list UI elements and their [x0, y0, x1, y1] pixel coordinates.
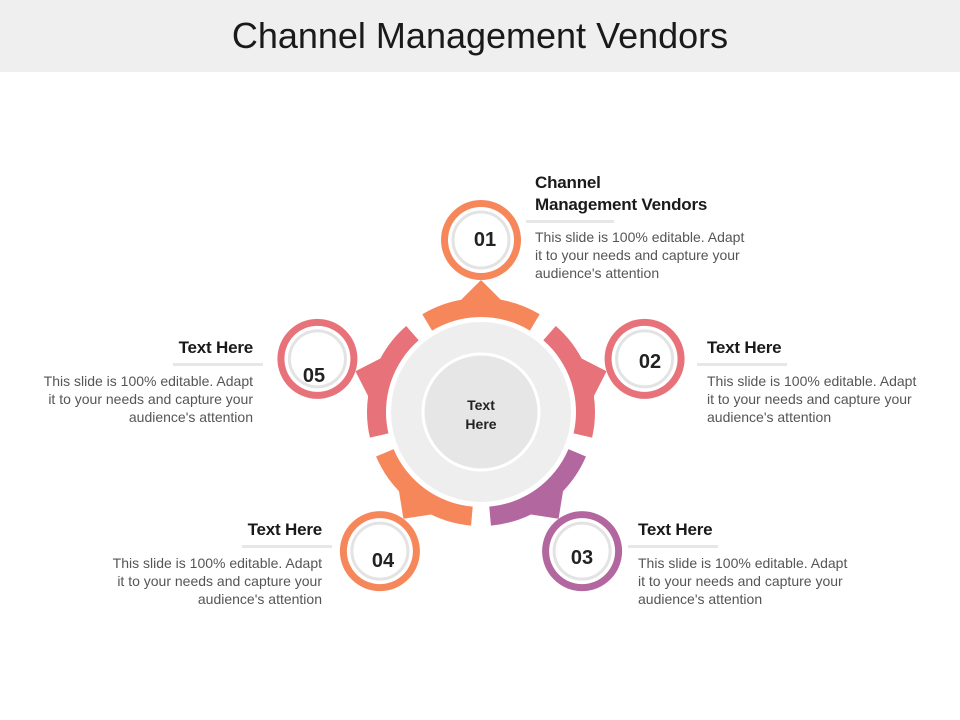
step-04-text: Text Here This slide is 100% editable. A… — [82, 519, 323, 608]
step-05-body-line2: it to your needs and capture your — [48, 391, 253, 407]
segment-02 — [543, 325, 607, 438]
step-03-body-line2: it to your needs and capture your — [638, 573, 843, 589]
step-03-body-line3: audience's attention — [638, 591, 763, 607]
badge-02-inner — [615, 329, 675, 389]
hub-inner — [421, 352, 541, 472]
badge-04-inner — [350, 521, 410, 581]
segment-01 — [422, 280, 540, 331]
segment-04 — [376, 449, 473, 526]
page-title: Channel Management Vendors — [231, 15, 729, 56]
step-03-number: 03 — [570, 547, 594, 569]
badge-03-inner — [552, 521, 612, 581]
step-05-heading: Text Here — [178, 338, 254, 357]
step-05-text: Text Here This slide is 100% editable. A… — [13, 337, 254, 426]
step-01-heading: Channel Management Vendors — [535, 172, 775, 216]
step-02-body: This slide is 100% editable. Adapt it to… — [707, 372, 947, 426]
step-03-body: This slide is 100% editable. Adapt it to… — [638, 554, 878, 608]
step-04-body-line1: This slide is 100% editable. Adapt — [112, 555, 322, 571]
step-01-heading-line1: Channel — [535, 173, 601, 192]
step-02-body-line3: audience's attention — [707, 409, 832, 425]
segment-03 — [489, 449, 586, 526]
step-01-text: Channel Management Vendors This slide is… — [535, 172, 775, 282]
step-01-body-line3: audience's attention — [535, 265, 660, 281]
step-04-body-line3: audience's attention — [197, 591, 322, 607]
step-01-heading-line2: Management Vendors — [535, 195, 708, 214]
title-bar — [0, 0, 960, 72]
center-label: Text Here — [441, 396, 521, 434]
step-02-number: 02 — [638, 351, 662, 373]
step-04-heading: Text Here — [247, 520, 323, 539]
step-03-underline — [628, 545, 718, 548]
step-02-underline — [697, 363, 787, 366]
segment-05 — [355, 325, 419, 438]
step-05-body-line3: audience's attention — [128, 409, 253, 425]
step-03-body-line1: This slide is 100% editable. Adapt — [638, 555, 848, 571]
center-label-line2: Here — [465, 416, 497, 432]
step-01-body-line2: it to your needs and capture your — [535, 247, 740, 263]
step-02-text: Text Here This slide is 100% editable. A… — [707, 337, 947, 426]
step-02-body-line1: This slide is 100% editable. Adapt — [707, 373, 917, 389]
step-03-heading: Text Here — [638, 520, 713, 539]
badge-05-inner — [287, 329, 347, 389]
step-01-underline — [526, 220, 614, 223]
step-02-body-line2: it to your needs and capture your — [707, 391, 912, 407]
step-05-body-line1: This slide is 100% editable. Adapt — [43, 373, 253, 389]
step-01-body-line1: This slide is 100% editable. Adapt — [535, 229, 745, 245]
center-label-line1: Text — [467, 397, 495, 413]
badge-01-inner — [451, 210, 511, 270]
step-04-body: This slide is 100% editable. Adapt it to… — [82, 554, 322, 608]
step-04-body-line2: it to your needs and capture your — [117, 573, 322, 589]
step-05-body: This slide is 100% editable. Adapt it to… — [13, 372, 253, 426]
step-01-body: This slide is 100% editable. Adapt it to… — [535, 228, 775, 282]
step-05-underline — [173, 363, 263, 366]
step-01-number: 01 — [473, 229, 497, 251]
step-05-number: 05 — [302, 365, 326, 387]
step-02-heading: Text Here — [707, 338, 782, 357]
step-03-text: Text Here This slide is 100% editable. A… — [638, 519, 878, 608]
step-04-underline — [242, 545, 332, 548]
step-04-number: 04 — [371, 550, 395, 572]
